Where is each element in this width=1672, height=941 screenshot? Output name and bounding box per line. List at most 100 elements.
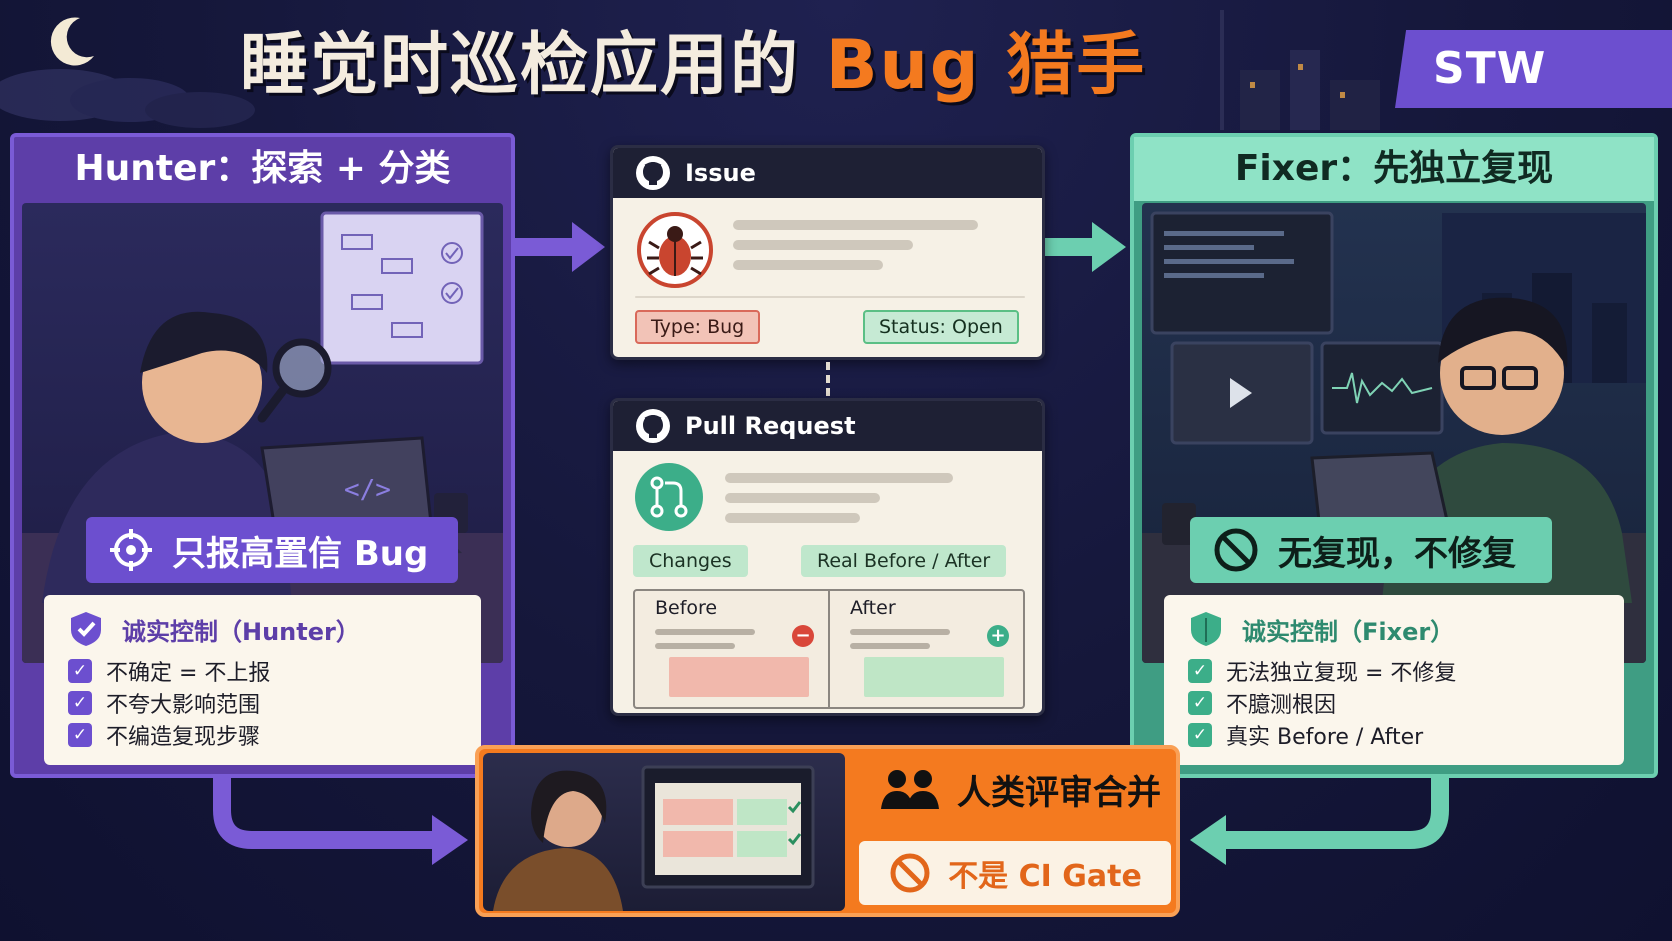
mug-decoration <box>1162 503 1196 545</box>
before-label: Before <box>655 597 718 619</box>
divider <box>635 296 1025 298</box>
pr-header-label: Pull Request <box>685 412 856 440</box>
text-placeholder <box>733 220 978 230</box>
minus-icon: − <box>792 625 814 647</box>
fixer-badge-label: 无复现，不修复 <box>1278 533 1516 574</box>
list-item: ✓ 不夸大影响范围 <box>68 687 457 719</box>
text-placeholder <box>725 513 860 523</box>
list-item: ✓ 真实 Before / After <box>1188 719 1600 751</box>
text-placeholder <box>733 240 913 250</box>
arrow-fixer-to-review <box>1190 778 1449 865</box>
plus-icon: + <box>987 625 1009 647</box>
code-monitor <box>1150 211 1334 335</box>
rule-text: 无法独立复现 = 不修复 <box>1226 661 1457 686</box>
target-icon <box>110 529 152 571</box>
human-review-box: 人类评审合并 不是 CI Gate <box>475 745 1180 917</box>
checkbox-icon: ✓ <box>68 659 92 683</box>
issue-pr-connector <box>826 362 830 396</box>
people-icon <box>881 770 939 809</box>
not-ci-gate-box: 不是 CI Gate <box>859 841 1171 905</box>
issue-header-label: Issue <box>685 159 756 187</box>
review-monitor <box>641 765 815 889</box>
hunter-badge: 只报高置信 Bug <box>86 517 458 583</box>
diff-line <box>850 643 930 649</box>
rule-text: 不臆测根因 <box>1226 693 1337 718</box>
fixer-title: Fixer：先独立复现 <box>1134 137 1654 201</box>
review-title-label: 人类评审合并 <box>957 772 1161 813</box>
type-tag: Type: Bug <box>635 310 761 344</box>
moon-icon <box>50 17 94 66</box>
issue-card: Issue Type: Bug Status: Open <box>610 145 1045 360</box>
rule-text: 不编造复现步骤 <box>106 725 261 750</box>
checkbox-icon: ✓ <box>1188 691 1212 715</box>
status-tag: Status: Open <box>863 310 1019 344</box>
list-item: ✓ 无法独立复现 = 不修复 <box>1188 655 1600 687</box>
reviewer-person <box>493 770 623 911</box>
added-lines-highlight <box>864 657 1004 697</box>
after-label: After <box>850 597 896 619</box>
checkbox-icon: ✓ <box>68 723 92 747</box>
magnifier-icon <box>257 338 332 423</box>
diff-view: Before − After + <box>633 589 1025 709</box>
video-monitor <box>1170 341 1314 445</box>
no-entry-icon <box>890 853 930 893</box>
pr-header: Pull Request <box>613 401 1042 451</box>
hunter-honesty-title: 诚实控制（Hunter） <box>122 617 360 646</box>
real-before-after-pill: Real Before / After <box>801 545 1007 577</box>
pull-request-card: Pull Request Changes Real Before / After… <box>610 398 1045 716</box>
arrow-hunter-to-issue <box>515 222 605 272</box>
diff-line <box>850 629 950 635</box>
city-skyline-decoration <box>1220 10 1380 130</box>
hunter-illustration: </> <box>22 203 503 663</box>
review-title: 人类评审合并 <box>879 763 1161 815</box>
reviewer-illustration <box>483 753 845 911</box>
shield-icon <box>1191 612 1221 646</box>
fixer-rules-list: ✓ 无法独立复现 = 不修复 ✓ 不臆测根因 ✓ 真实 Before / After <box>1188 655 1600 751</box>
arrow-issue-to-fixer <box>1045 222 1126 272</box>
removed-lines-highlight <box>669 657 809 697</box>
fixer-honesty-box: 诚实控制（Fixer） ✓ 无法独立复现 = 不修复 ✓ 不臆测根因 ✓ 真实 Bef… <box>1164 595 1624 765</box>
rule-text: 真实 Before / After <box>1226 725 1424 750</box>
list-item: ✓ 不确定 = 不上报 <box>68 655 457 687</box>
text-placeholder <box>733 260 883 270</box>
fixer-illustration <box>1142 203 1646 663</box>
diff-line <box>655 629 755 635</box>
bug-icon <box>637 212 713 288</box>
not-ci-gate-label: 不是 CI Gate <box>948 859 1142 894</box>
waveform-monitor <box>1320 341 1444 435</box>
github-icon <box>636 156 670 190</box>
hunter-rules-list: ✓ 不确定 = 不上报 ✓ 不夸大影响范围 ✓ 不编造复现步骤 <box>68 655 457 751</box>
fixer-badge: 无复现，不修复 <box>1190 517 1552 583</box>
text-placeholder <box>725 473 953 483</box>
checkbox-icon: ✓ <box>1188 723 1212 747</box>
hunter-title: Hunter：探索 + 分类 <box>74 148 451 189</box>
checkbox-icon: ✓ <box>1188 659 1212 683</box>
diff-before-column: Before − <box>635 591 828 707</box>
list-item: ✓ 不臆测根因 <box>1188 687 1600 719</box>
hunter-panel: Hunter：探索 + 分类 <box>10 133 515 778</box>
github-icon <box>636 409 670 443</box>
fixer-honesty-title: 诚实控制（Fixer） <box>1242 617 1455 646</box>
list-item: ✓ 不编造复现步骤 <box>68 719 457 751</box>
whiteboard-diagram <box>320 211 484 365</box>
merge-icon <box>635 463 703 531</box>
clouds-decoration <box>0 69 255 128</box>
hunter-badge-label: 只报高置信 Bug <box>172 533 429 574</box>
text-placeholder <box>725 493 880 503</box>
issue-header: Issue <box>613 148 1042 198</box>
checkbox-icon: ✓ <box>68 691 92 715</box>
arrow-hunter-to-review <box>213 778 468 865</box>
episode-badge: STW #320 <box>1395 30 1672 108</box>
diff-line <box>655 643 735 649</box>
diff-after-column: After + <box>828 591 1023 707</box>
changes-pill: Changes <box>633 545 748 577</box>
no-entry-icon <box>1214 528 1258 572</box>
rule-text: 不确定 = 不上报 <box>106 661 271 686</box>
page-title: 睡觉时巡检应用的 Bug 猎手 <box>240 26 1147 105</box>
shield-check-icon <box>71 612 101 646</box>
fixer-panel: Fixer：先独立复现 <box>1130 133 1658 778</box>
svg-text:</>: </> <box>344 475 391 505</box>
hunter-honesty-box: 诚实控制（Hunter） ✓ 不确定 = 不上报 ✓ 不夸大影响范围 ✓ 不编造复现步… <box>44 595 481 765</box>
rule-text: 不夸大影响范围 <box>106 693 261 718</box>
